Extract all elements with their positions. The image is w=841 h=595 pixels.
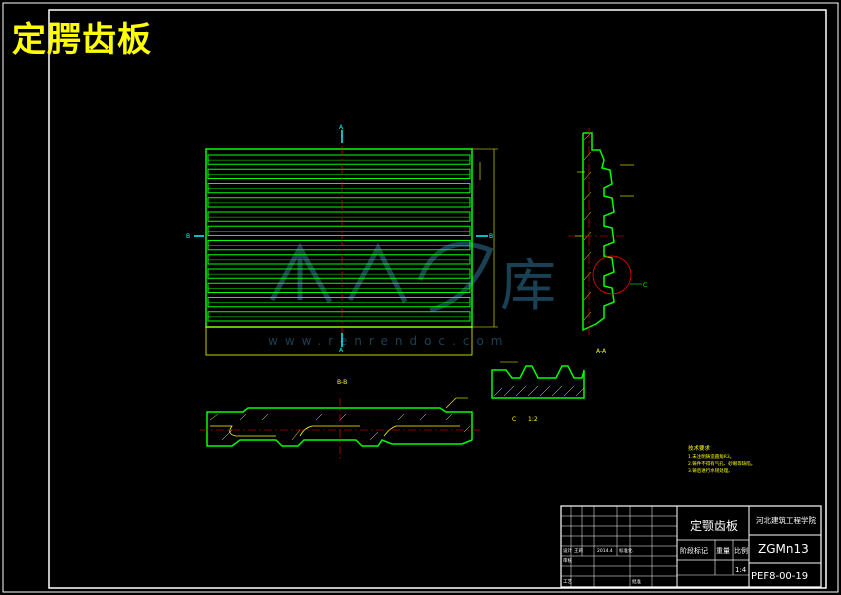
tech-req-line-3: 3.铸后进行水韧处理。 [688,467,733,474]
technical-requirements: 技术要求 1.未注明铸造圆角R3。 2.铸件不得有气孔、砂眼等缺陷。 3.铸后进… [688,444,755,474]
section-a-a-label: A-A [596,348,607,355]
tb-designer-name: 王莉 [574,547,583,554]
tb-material: ZGMn13 [758,542,809,556]
watermark-url: www.renrendoc.com [268,334,509,348]
page-title: 定腭齿板 [12,20,152,60]
tb-date: 2014.4 [597,548,613,554]
tooth-rib [207,254,471,265]
tb-label-designer: 设计 [563,547,572,554]
detail-c-view: C 1:2 [491,361,585,423]
tooth-rib [207,297,471,308]
tooth-rib [207,240,471,251]
section-a-a: C A-A [568,128,647,355]
main-view-outline [205,148,473,328]
side-profile [582,132,615,332]
tech-req-heading: 技术要求 [688,444,711,452]
detail-c-label: C [512,416,516,423]
section-b-b: B-B [200,379,480,460]
tb-drawing-number: PEF8-00-19 [751,571,808,582]
inner-border [48,9,827,589]
watermark-glyph: 库 [500,254,556,319]
detail-c-scale: 1:2 [528,416,538,423]
cut-a-top: A [339,124,344,131]
tooth-rib [207,183,471,194]
tooth-rib [207,168,471,179]
detail-c-profile [491,365,585,399]
tooth-rib [207,268,471,279]
detail-circle-c [592,255,632,295]
tooth-rib [207,197,471,208]
tooth-rib [207,211,471,222]
tb-label-check: 审核 [563,557,572,564]
tb-scale: 1:4 [735,566,747,574]
tooth-rib [207,282,471,293]
tech-req-line-1: 1.未注明铸造圆角R3。 [688,453,734,460]
cut-b-right: B [489,233,493,240]
tb-part-name: 定颚齿板 [690,518,738,533]
tb-std-label: 标准化 [619,547,633,554]
tb-school: 河北建筑工程学院 [756,515,816,525]
tb-header-weight: 重量 [716,547,730,555]
side-hatch [583,133,592,321]
section-b-hatch [209,413,471,441]
tb-header-stage: 阶段标记 [680,546,708,555]
cut-a-bottom: A [339,347,344,354]
tb-label-approve: 批准 [632,578,641,585]
tech-req-line-2: 2.铸件不得有气孔、砂眼等缺陷。 [688,460,755,467]
main-bottom-lip [205,326,473,356]
tooth-rib [207,311,471,322]
tooth-rib [207,154,471,165]
section-b-b-label: B-B [337,379,347,386]
section-b-outline [206,407,473,447]
tb-header-scale: 比例 [734,546,748,555]
tb-label-process: 工艺 [563,579,572,585]
cut-b-left: B [186,233,190,240]
title-block: 定颚齿板 河北建筑工程学院 ZGMn13 PEF8-00-19 阶段标记 重量 … [560,505,822,588]
detail-c-marker: C [643,282,647,289]
watermark: 库 www.renrendoc.com [268,241,556,348]
main-view: A A B B [186,124,498,356]
tooth-ribs [207,154,471,322]
tooth-rib [207,225,471,236]
